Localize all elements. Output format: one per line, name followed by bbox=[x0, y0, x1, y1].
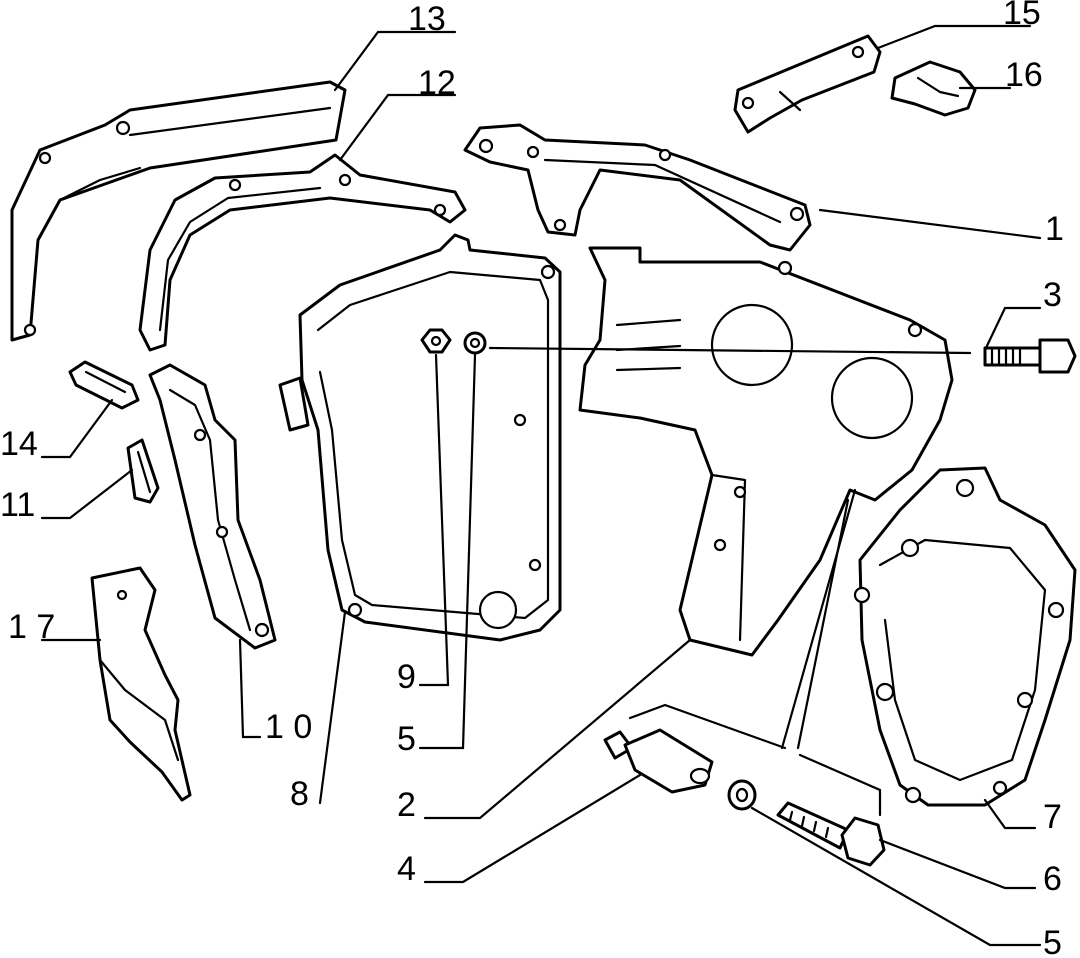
part-1-support-bracket bbox=[463, 123, 812, 252]
part-12-gasket bbox=[138, 153, 467, 352]
callout-10: 1 0 bbox=[265, 708, 312, 746]
part-16-clip bbox=[890, 60, 977, 117]
part-11-grommet bbox=[126, 438, 160, 504]
leader-lines bbox=[40, 24, 1042, 947]
callout-2: 2 bbox=[397, 786, 416, 824]
part-10-lower-guide bbox=[148, 363, 277, 650]
callout-16: 16 bbox=[1005, 56, 1043, 94]
part-6-bolt bbox=[776, 801, 886, 867]
part-15-bracket bbox=[733, 34, 882, 134]
part-3-bolt bbox=[983, 338, 1077, 374]
callout-5-lower: 5 bbox=[1043, 924, 1062, 958]
callout-15: 15 bbox=[1003, 0, 1041, 32]
part-5-washer-upper bbox=[463, 331, 487, 355]
part-4-spacer bbox=[603, 728, 714, 794]
callout-17: 1 7 bbox=[8, 608, 55, 646]
callout-3: 3 bbox=[1043, 276, 1062, 314]
callout-9: 9 bbox=[397, 658, 416, 696]
part-7-lower-cover bbox=[853, 466, 1077, 807]
part-5-washer-lower bbox=[727, 779, 757, 811]
callout-4: 4 bbox=[397, 850, 416, 888]
part-14-grommet bbox=[68, 360, 140, 410]
callout-1: 1 bbox=[1045, 210, 1064, 248]
callout-8: 8 bbox=[290, 775, 309, 813]
part-13-upper-cover bbox=[10, 80, 347, 342]
callout-13: 13 bbox=[408, 0, 446, 38]
callout-14: 14 bbox=[0, 425, 38, 463]
callout-5-upper: 5 bbox=[397, 720, 416, 758]
part-9-nut bbox=[420, 328, 452, 354]
callout-7: 7 bbox=[1043, 798, 1062, 836]
callout-11: 11 bbox=[0, 486, 35, 524]
callout-12: 12 bbox=[418, 64, 456, 102]
part-8-central-cover bbox=[278, 233, 562, 642]
callout-6: 6 bbox=[1043, 860, 1062, 898]
part-17-guard-plate bbox=[90, 566, 192, 802]
